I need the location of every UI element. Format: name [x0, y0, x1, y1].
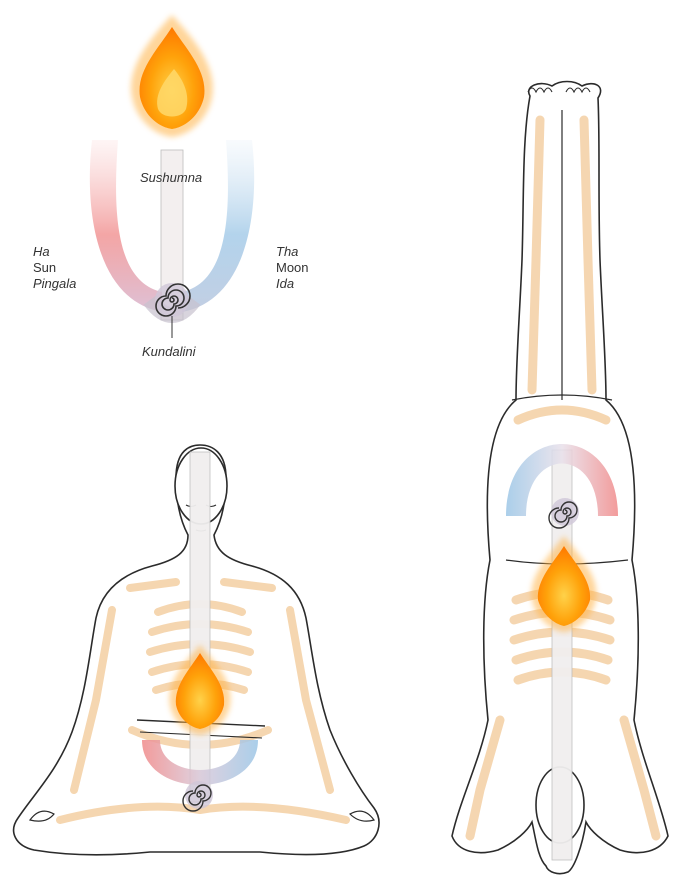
ha-label: Ha [33, 244, 76, 260]
headstand-figure [452, 82, 668, 874]
right-nadi-labels: Tha Moon Ida [276, 244, 309, 292]
seated-meditator [14, 445, 379, 855]
seated-sushumna [190, 452, 210, 802]
left-nadi-labels: Ha Sun Pingala [33, 244, 76, 292]
pingala-label: Pingala [33, 276, 76, 292]
ida-channel [182, 140, 254, 312]
sushumna-label: Sushumna [140, 170, 202, 186]
moon-label: Moon [276, 260, 309, 276]
pingala-channel [90, 140, 162, 312]
tha-label: Tha [276, 244, 309, 260]
ida-label: Ida [276, 276, 309, 292]
sun-label: Sun [33, 260, 76, 276]
flame-icon [131, 15, 213, 137]
kundalini-label: Kundalini [142, 344, 196, 360]
